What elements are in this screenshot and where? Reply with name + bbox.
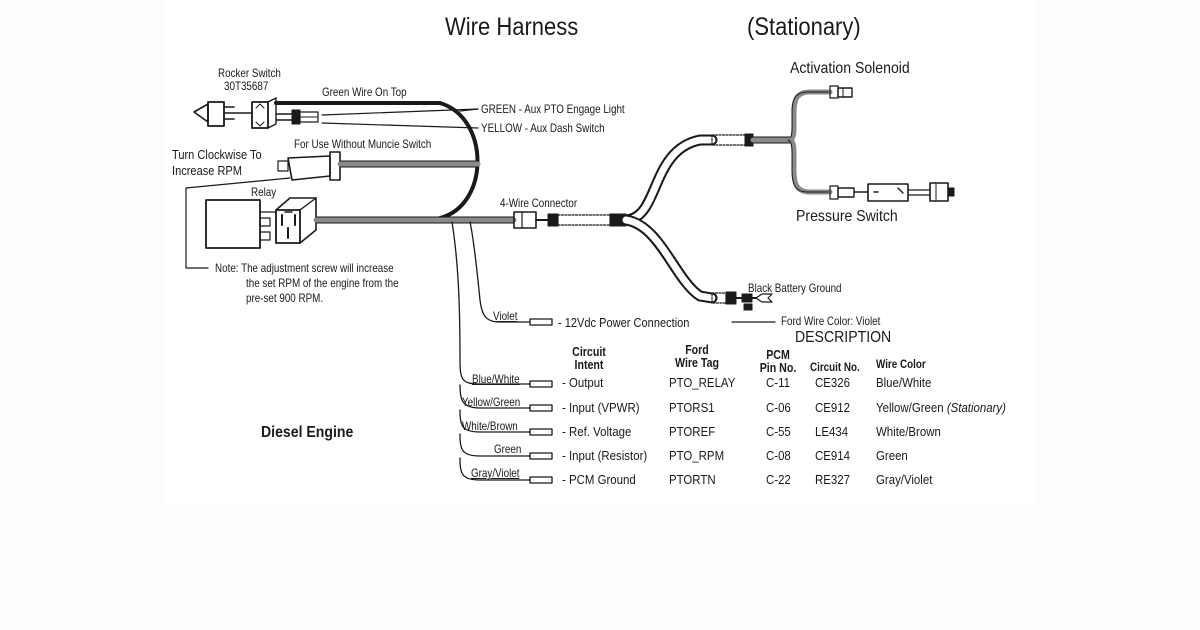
main-harness-wire	[274, 101, 480, 220]
lead-label: Gray/Violet	[471, 466, 520, 480]
wire-color: Green	[876, 448, 908, 463]
lead-label: Yellow/Green	[462, 395, 521, 409]
description-heading: DESCRIPTION	[795, 329, 892, 346]
wire-color: White/Brown	[876, 424, 941, 439]
pressure-switch-label: Pressure Switch	[796, 208, 898, 225]
loom-upper	[620, 134, 718, 226]
col-header-ford-wire-tag-line2: Wire Tag	[675, 355, 719, 370]
wire-color: Gray/Violet	[876, 472, 933, 487]
four-wire-connector-label: 4-Wire Connector	[500, 196, 578, 210]
four-wire-connector-icon	[513, 211, 627, 229]
rpm-note-line2: Increase RPM	[172, 163, 243, 178]
green-lead-label: GREEN - Aux PTO Engage Light	[481, 102, 625, 116]
circuit-no: CE326	[815, 375, 850, 390]
col-header-pcm-pin-line1: PCM	[766, 348, 790, 362]
col-header-ford-wire-tag: Ford Wire Tag	[672, 344, 721, 369]
rpm-note-line1: Turn Clockwise To	[172, 147, 262, 162]
terminal-icon	[529, 318, 553, 326]
power-connection-label: - 12Vdc Power Connection	[558, 315, 690, 330]
lead-label: White/Brown	[462, 419, 518, 433]
pcm-pin: C-11	[766, 375, 790, 390]
rocker-switch-icon	[193, 97, 277, 129]
lead-label: Blue/White	[472, 372, 520, 386]
col-header-pcm-pin-line2: Pin No.	[759, 360, 797, 375]
pigtail-terminals	[529, 318, 553, 484]
ford-wire-tag: PTORTN	[669, 472, 716, 487]
rocker-switch-part-no: 30T35687	[224, 79, 269, 93]
col-header-ford-wire-tag-line1: Ford	[685, 343, 709, 357]
rpm-adjuster-icon	[277, 151, 341, 181]
wire-color: Blue/White	[876, 375, 932, 390]
wire-color-value: Yellow/Green	[876, 400, 944, 415]
battery-ground-label: Black Battery Ground	[748, 281, 842, 295]
ford-wire-tag: PTO_RELAY	[669, 375, 736, 390]
col-header-circuit-intent-line1: Circuit	[572, 345, 606, 359]
ford-wire-tag: PTORS1	[669, 400, 715, 415]
title-main: Wire Harness	[445, 13, 579, 41]
circuit-no: CE912	[815, 400, 850, 415]
engine-label: Diesel Engine	[261, 424, 354, 441]
muncie-note: For Use Without Muncie Switch	[294, 137, 432, 151]
ford-wire-tag: PTO_RPM	[669, 448, 725, 463]
lead-label: Green	[494, 442, 522, 456]
circuit-no: RE327	[815, 472, 850, 487]
circuit-intent: - Ref. Voltage	[562, 424, 632, 439]
circuit-no: CE914	[815, 448, 850, 463]
ford-wire-tag: PTOREF	[669, 424, 716, 439]
adjust-note-line2: the set RPM of the engine from the	[246, 276, 399, 290]
col-header-circuit-intent: Circuit Intent	[569, 346, 608, 371]
pcm-pin: C-22	[766, 472, 791, 487]
ford-wire-color-label: Ford Wire Color: Violet	[781, 314, 881, 328]
activation-solenoid-connector-icon	[829, 85, 853, 99]
relay-icon	[205, 197, 317, 249]
circuit-intent: - Input (Resistor)	[562, 448, 648, 463]
adjust-note-line1: Note: The adjustment screw will increase	[215, 261, 394, 275]
terminal-icon	[529, 404, 553, 412]
col-header-wire-color: Wire Color	[876, 357, 926, 371]
battery-ground-terminal-icon	[735, 293, 773, 311]
activation-solenoid-label: Activation Solenoid	[790, 60, 910, 77]
rocker-switch-label: Rocker Switch	[218, 66, 281, 80]
pcm-pin: C-08	[766, 448, 791, 463]
circuit-intent: - Output	[562, 375, 604, 390]
title-sub: (Stationary)	[747, 13, 861, 41]
circuit-intent: - Input (VPWR)	[562, 400, 640, 415]
terminal-icon	[529, 476, 553, 484]
col-header-circuit-no: Circuit No.	[810, 360, 860, 374]
terminal-icon	[529, 428, 553, 436]
wire-color: Yellow/Green (Stationary)	[876, 401, 1006, 414]
pressure-switch-icon	[829, 182, 955, 202]
green-wire-note: Green Wire On Top	[322, 85, 407, 99]
col-header-pcm-pin: PCM Pin No.	[758, 349, 797, 374]
relay-label: Relay	[251, 185, 277, 199]
pcm-pin: C-06	[766, 400, 791, 415]
wire-color-note: (Stationary)	[946, 400, 1006, 415]
yellow-lead-label: YELLOW - Aux Dash Switch	[481, 121, 605, 135]
adjust-note-line3: pre-set 900 RPM.	[246, 291, 324, 305]
terminal-icon	[529, 452, 553, 460]
violet-wire-label: Violet	[493, 309, 518, 323]
circuit-no: LE434	[815, 424, 849, 439]
aux-lead-connector-icon	[275, 109, 319, 125]
diagram-sheet	[165, 0, 1035, 505]
terminal-icon	[529, 380, 553, 388]
pcm-pin: C-55	[766, 424, 791, 439]
circuit-intent: - PCM Ground	[562, 472, 636, 487]
col-header-circuit-intent-line2: Intent	[574, 357, 604, 372]
